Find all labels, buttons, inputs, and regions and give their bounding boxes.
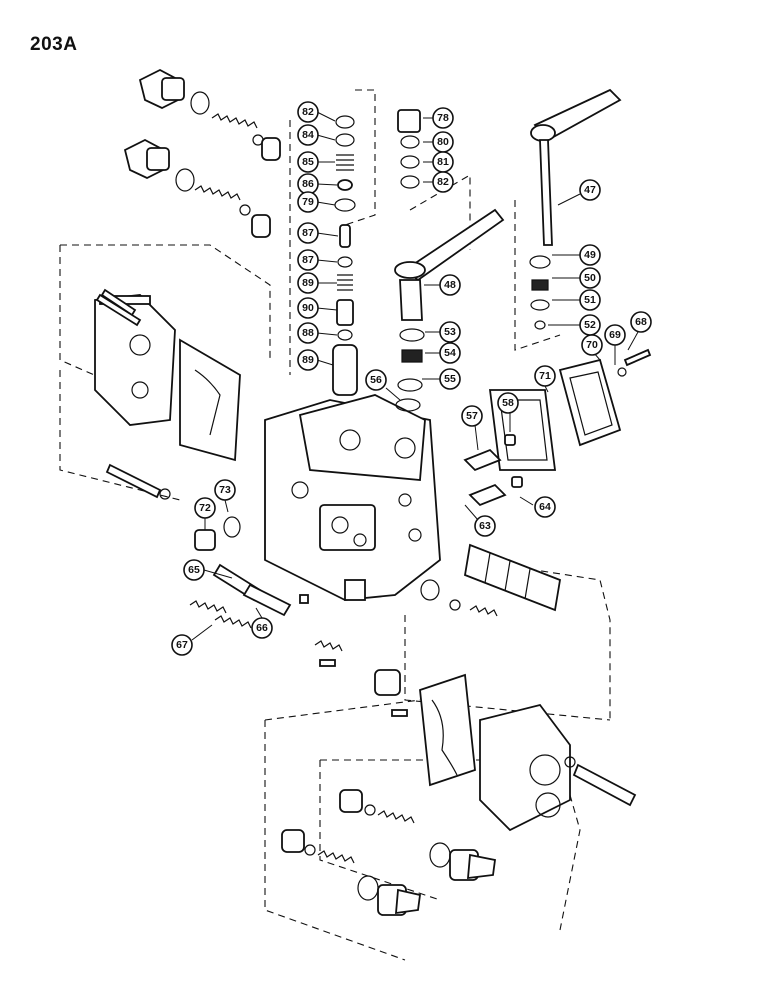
callout-58: 58 xyxy=(497,392,519,414)
callout-69: 69 xyxy=(604,324,626,346)
callout-71: 71 xyxy=(534,365,556,387)
lower-relief-fitting xyxy=(123,138,271,238)
callout-49: 49 xyxy=(579,244,601,266)
control-lever-upper xyxy=(530,88,622,246)
callout-80: 80 xyxy=(432,131,454,153)
svg-text:50: 50 xyxy=(584,272,596,284)
callout-85: 86 xyxy=(297,173,319,195)
svg-text:51: 51 xyxy=(584,294,596,306)
callout-67: 67 xyxy=(171,634,193,656)
callout-65: 65 xyxy=(183,559,205,581)
lower-spring-parts xyxy=(314,640,408,717)
svg-text:71: 71 xyxy=(539,370,551,382)
svg-text:65: 65 xyxy=(188,564,200,576)
spool-assembly xyxy=(420,543,562,617)
callout-90: 90 xyxy=(297,297,319,319)
left-bolts xyxy=(95,293,171,500)
svg-text:56: 56 xyxy=(370,374,382,386)
svg-text:85: 85 xyxy=(302,156,314,168)
callout-87-lower: 88 xyxy=(297,322,319,344)
upper-relief-fitting xyxy=(138,68,281,161)
svg-text:63: 63 xyxy=(479,520,491,532)
callout-82-top: 82 xyxy=(297,101,319,123)
svg-text:49: 49 xyxy=(584,249,596,261)
svg-text:87: 87 xyxy=(302,227,314,239)
main-valve-body xyxy=(264,394,441,601)
svg-text:82: 82 xyxy=(302,106,314,118)
callout-64: 64 xyxy=(534,496,556,518)
callout-56: 56 xyxy=(365,369,387,391)
svg-text:82: 82 xyxy=(437,176,449,188)
svg-text:58: 58 xyxy=(502,397,514,409)
lower-gasket xyxy=(419,673,476,787)
lower-cover-body xyxy=(479,703,637,832)
svg-text:68: 68 xyxy=(635,316,647,328)
callout-51: 51 xyxy=(579,289,601,311)
control-lever-lower xyxy=(394,208,505,321)
left-cover-plate xyxy=(94,288,241,462)
callout-53: 53 xyxy=(439,321,461,343)
callout-70: 70 xyxy=(581,334,603,356)
callout-57: 57 xyxy=(461,405,483,427)
svg-text:90: 90 xyxy=(302,302,314,314)
svg-text:64: 64 xyxy=(539,501,551,513)
svg-text:53: 53 xyxy=(444,326,456,338)
callout-78: 78 xyxy=(432,107,454,129)
callout-89: 89 xyxy=(297,349,319,371)
callout-66: 66 xyxy=(251,617,273,639)
callout-73: 73 xyxy=(214,479,236,501)
svg-text:52: 52 xyxy=(584,319,596,331)
svg-text:86: 86 xyxy=(302,178,314,190)
svg-text:48: 48 xyxy=(444,279,456,291)
svg-text:72: 72 xyxy=(199,502,211,514)
svg-text:88: 88 xyxy=(302,327,314,339)
svg-text:70: 70 xyxy=(586,339,598,351)
center-stack-parts xyxy=(332,115,358,396)
plug-and-seals xyxy=(397,109,421,189)
lower-left-parts xyxy=(189,516,309,629)
svg-text:79: 79 xyxy=(302,196,314,208)
svg-text:54: 54 xyxy=(444,347,456,359)
callout-72: 72 xyxy=(194,497,216,519)
callout-88: 89 xyxy=(297,272,319,294)
lower-relief-fittings xyxy=(281,789,497,916)
callout-79: 79 xyxy=(297,191,319,213)
callout-52: 52 xyxy=(579,314,601,336)
callout-82-right: 82 xyxy=(432,171,454,193)
callout-84: 85 xyxy=(297,151,319,173)
callout-48: 48 xyxy=(439,274,461,296)
svg-text:57: 57 xyxy=(466,410,478,422)
callout-81: 81 xyxy=(432,151,454,173)
svg-text:47: 47 xyxy=(584,184,596,196)
svg-text:89: 89 xyxy=(302,277,314,289)
callout-47: 47 xyxy=(579,179,601,201)
callout-68: 68 xyxy=(630,311,652,333)
leader-lines xyxy=(191,111,639,641)
callout-50: 50 xyxy=(579,267,601,289)
svg-text:78: 78 xyxy=(437,112,449,124)
callout-55: 55 xyxy=(439,368,461,390)
svg-text:67: 67 xyxy=(176,639,188,651)
svg-text:81: 81 xyxy=(437,156,449,168)
svg-text:84: 84 xyxy=(302,129,314,141)
svg-text:69: 69 xyxy=(609,329,621,341)
svg-text:66: 66 xyxy=(256,622,268,634)
callout-83: 84 xyxy=(297,124,319,146)
callouts: 82 84 85 86 79 87 87 89 90 88 89 78 80 8… xyxy=(171,101,652,656)
callout-54: 54 xyxy=(439,342,461,364)
callout-87-upper: 87 xyxy=(297,249,319,271)
lever-seals xyxy=(395,255,551,412)
svg-text:73: 73 xyxy=(219,484,231,496)
svg-text:80: 80 xyxy=(437,136,449,148)
callout-63: 63 xyxy=(474,515,496,537)
svg-text:55: 55 xyxy=(444,373,456,385)
svg-text:89: 89 xyxy=(302,354,314,366)
page-label: 203A xyxy=(30,34,78,55)
cam-parts xyxy=(463,434,523,507)
svg-text:87: 87 xyxy=(302,254,314,266)
callout-86: 87 xyxy=(297,222,319,244)
